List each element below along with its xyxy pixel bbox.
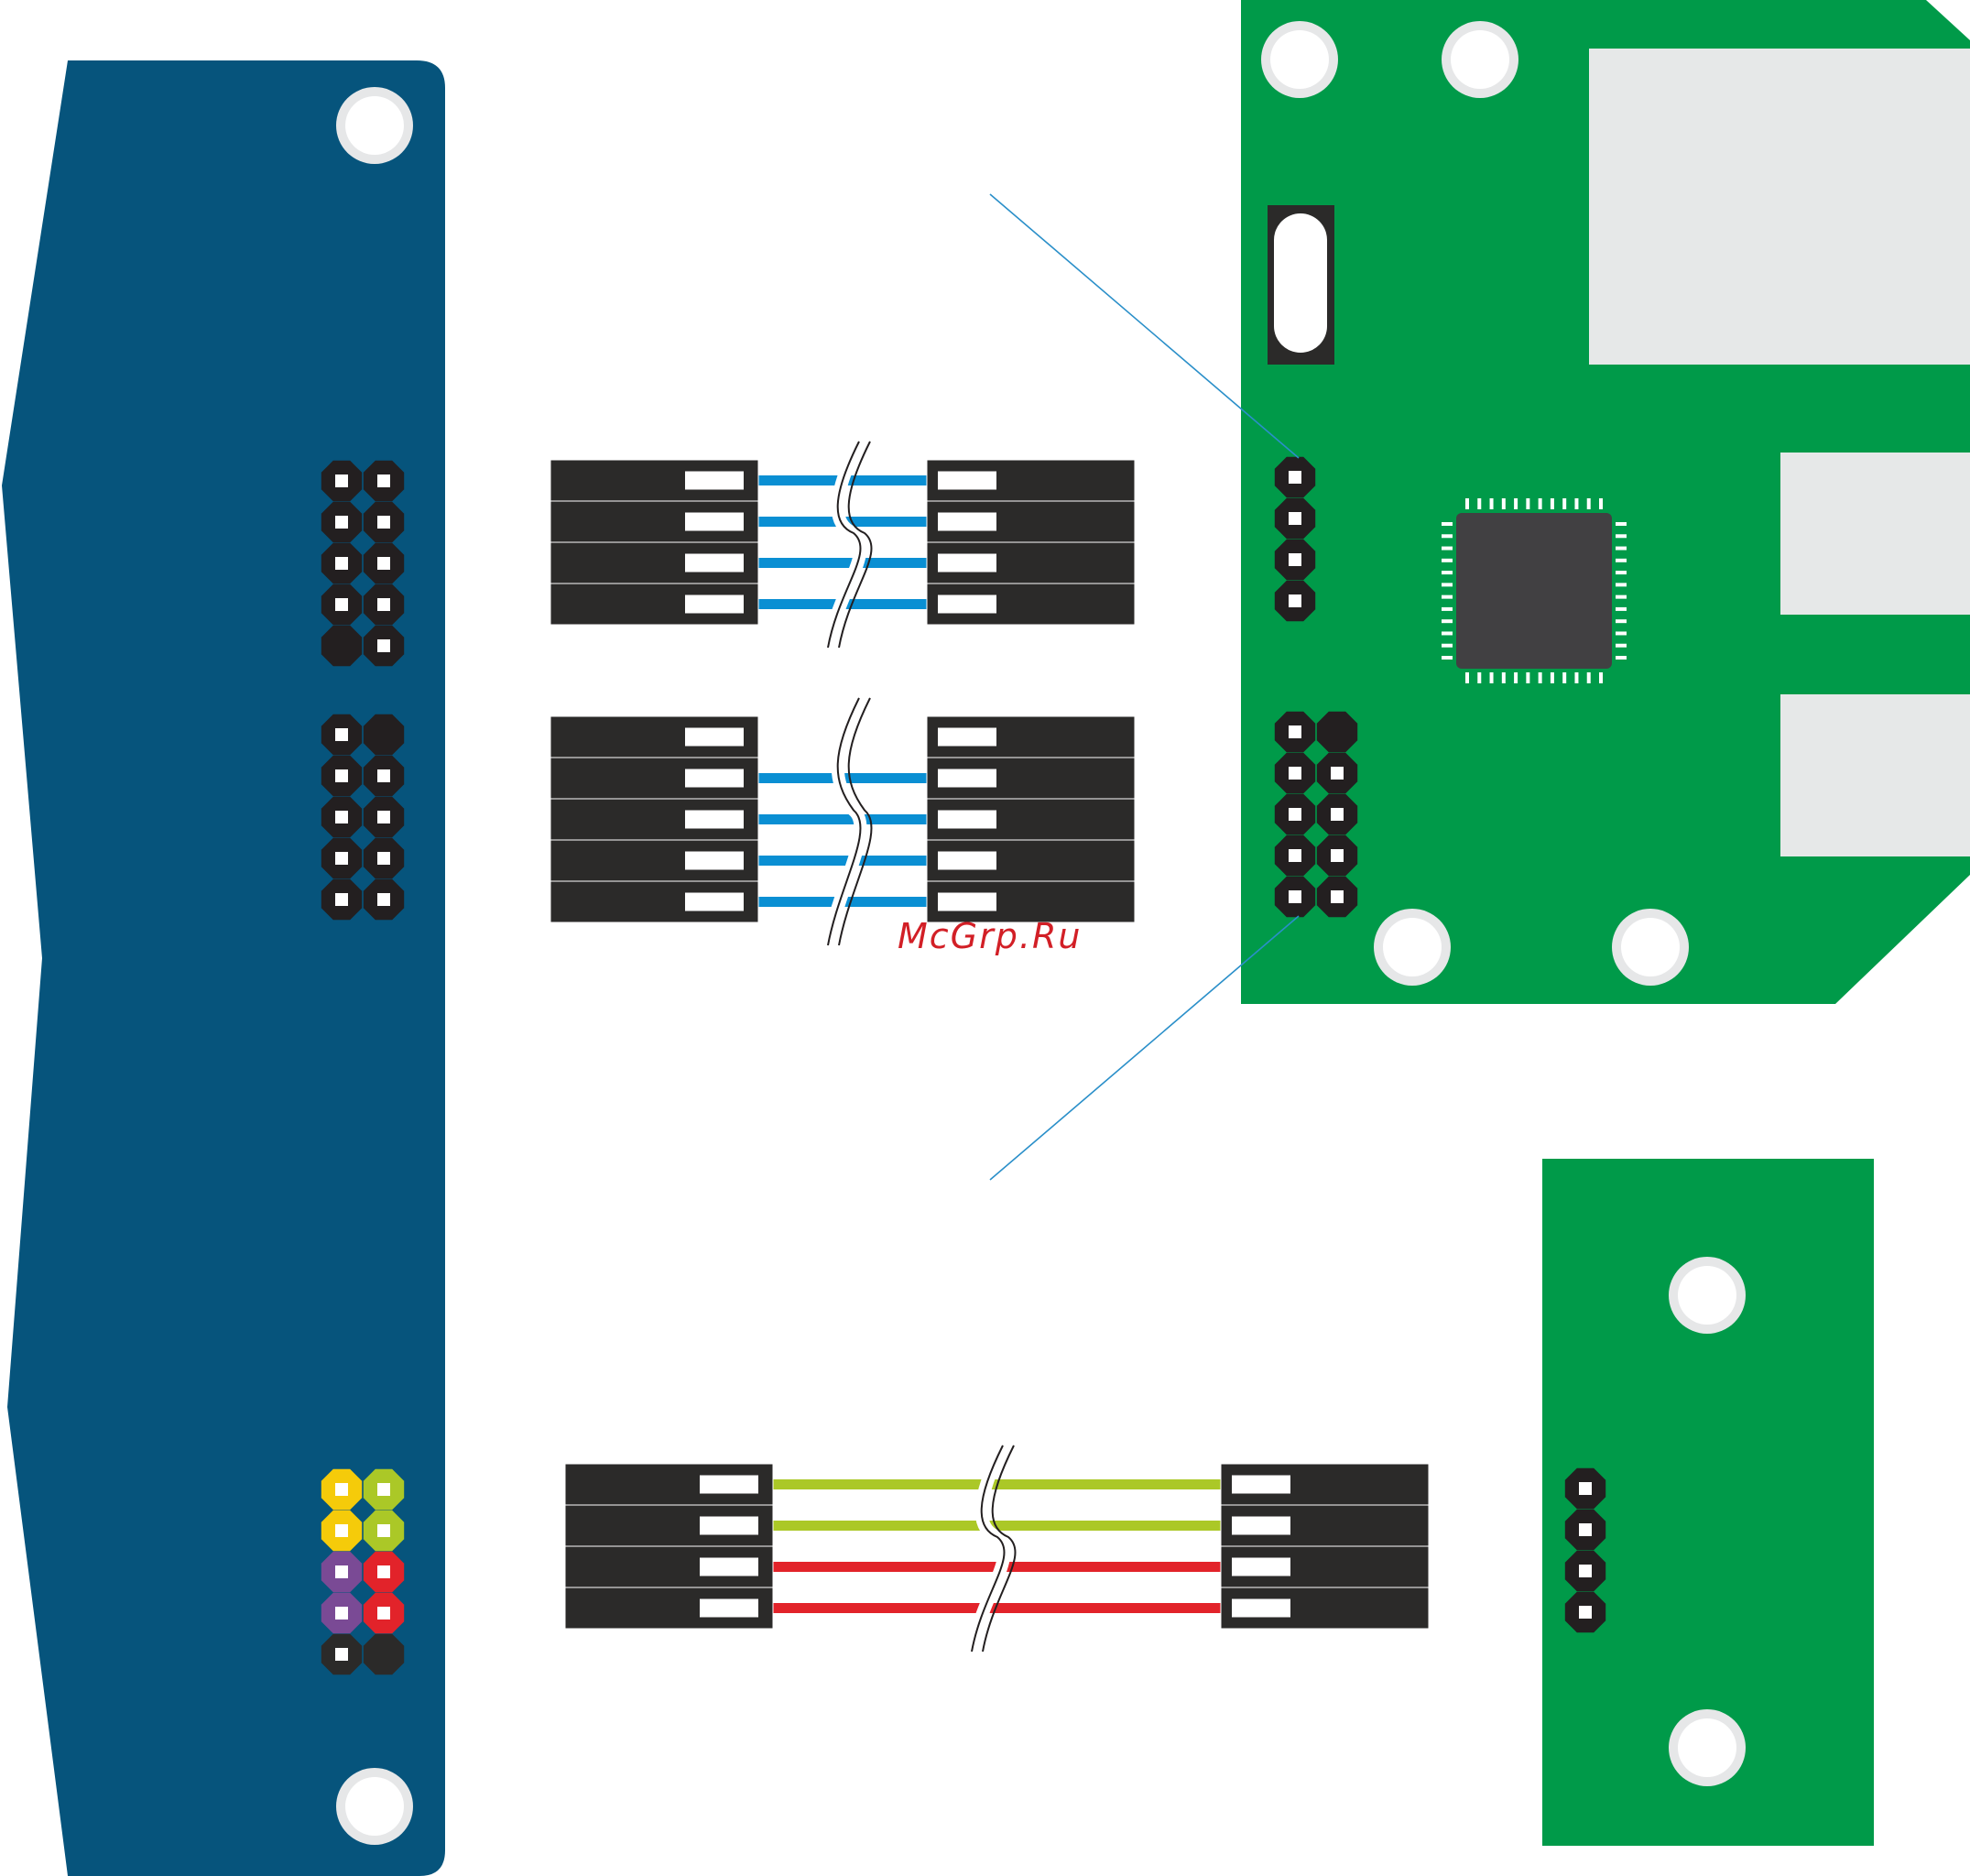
header-pin-empty <box>1317 712 1357 752</box>
blue-board <box>2 60 445 1876</box>
mount-hole <box>1612 909 1689 986</box>
green-board <box>1241 0 1970 1004</box>
jumper-cable-bottom <box>565 1445 1429 1652</box>
mount-hole <box>1261 21 1338 98</box>
mount-hole <box>1374 909 1451 986</box>
crystal-oscillator <box>1268 205 1334 365</box>
microcontroller-chip <box>1442 498 1627 683</box>
mount-hole <box>1669 1257 1746 1334</box>
mount-hole <box>1442 21 1518 98</box>
mount-hole <box>336 87 413 164</box>
jumper-cable-mid <box>550 698 1135 945</box>
mount-hole <box>336 1768 413 1845</box>
usb-port-panel <box>1780 694 1970 856</box>
watermark-text: McGrp.Ru <box>898 916 1082 956</box>
header-pin-empty <box>364 1634 404 1674</box>
jumper-cable-top <box>550 442 1135 648</box>
usb-port-panel <box>1780 453 1970 615</box>
header-pin-empty <box>321 626 362 666</box>
header-pin-empty <box>364 714 404 755</box>
mount-hole <box>1669 1709 1746 1786</box>
small-green-board <box>1542 1159 1874 1846</box>
ethernet-jack-panel <box>1589 49 1970 365</box>
